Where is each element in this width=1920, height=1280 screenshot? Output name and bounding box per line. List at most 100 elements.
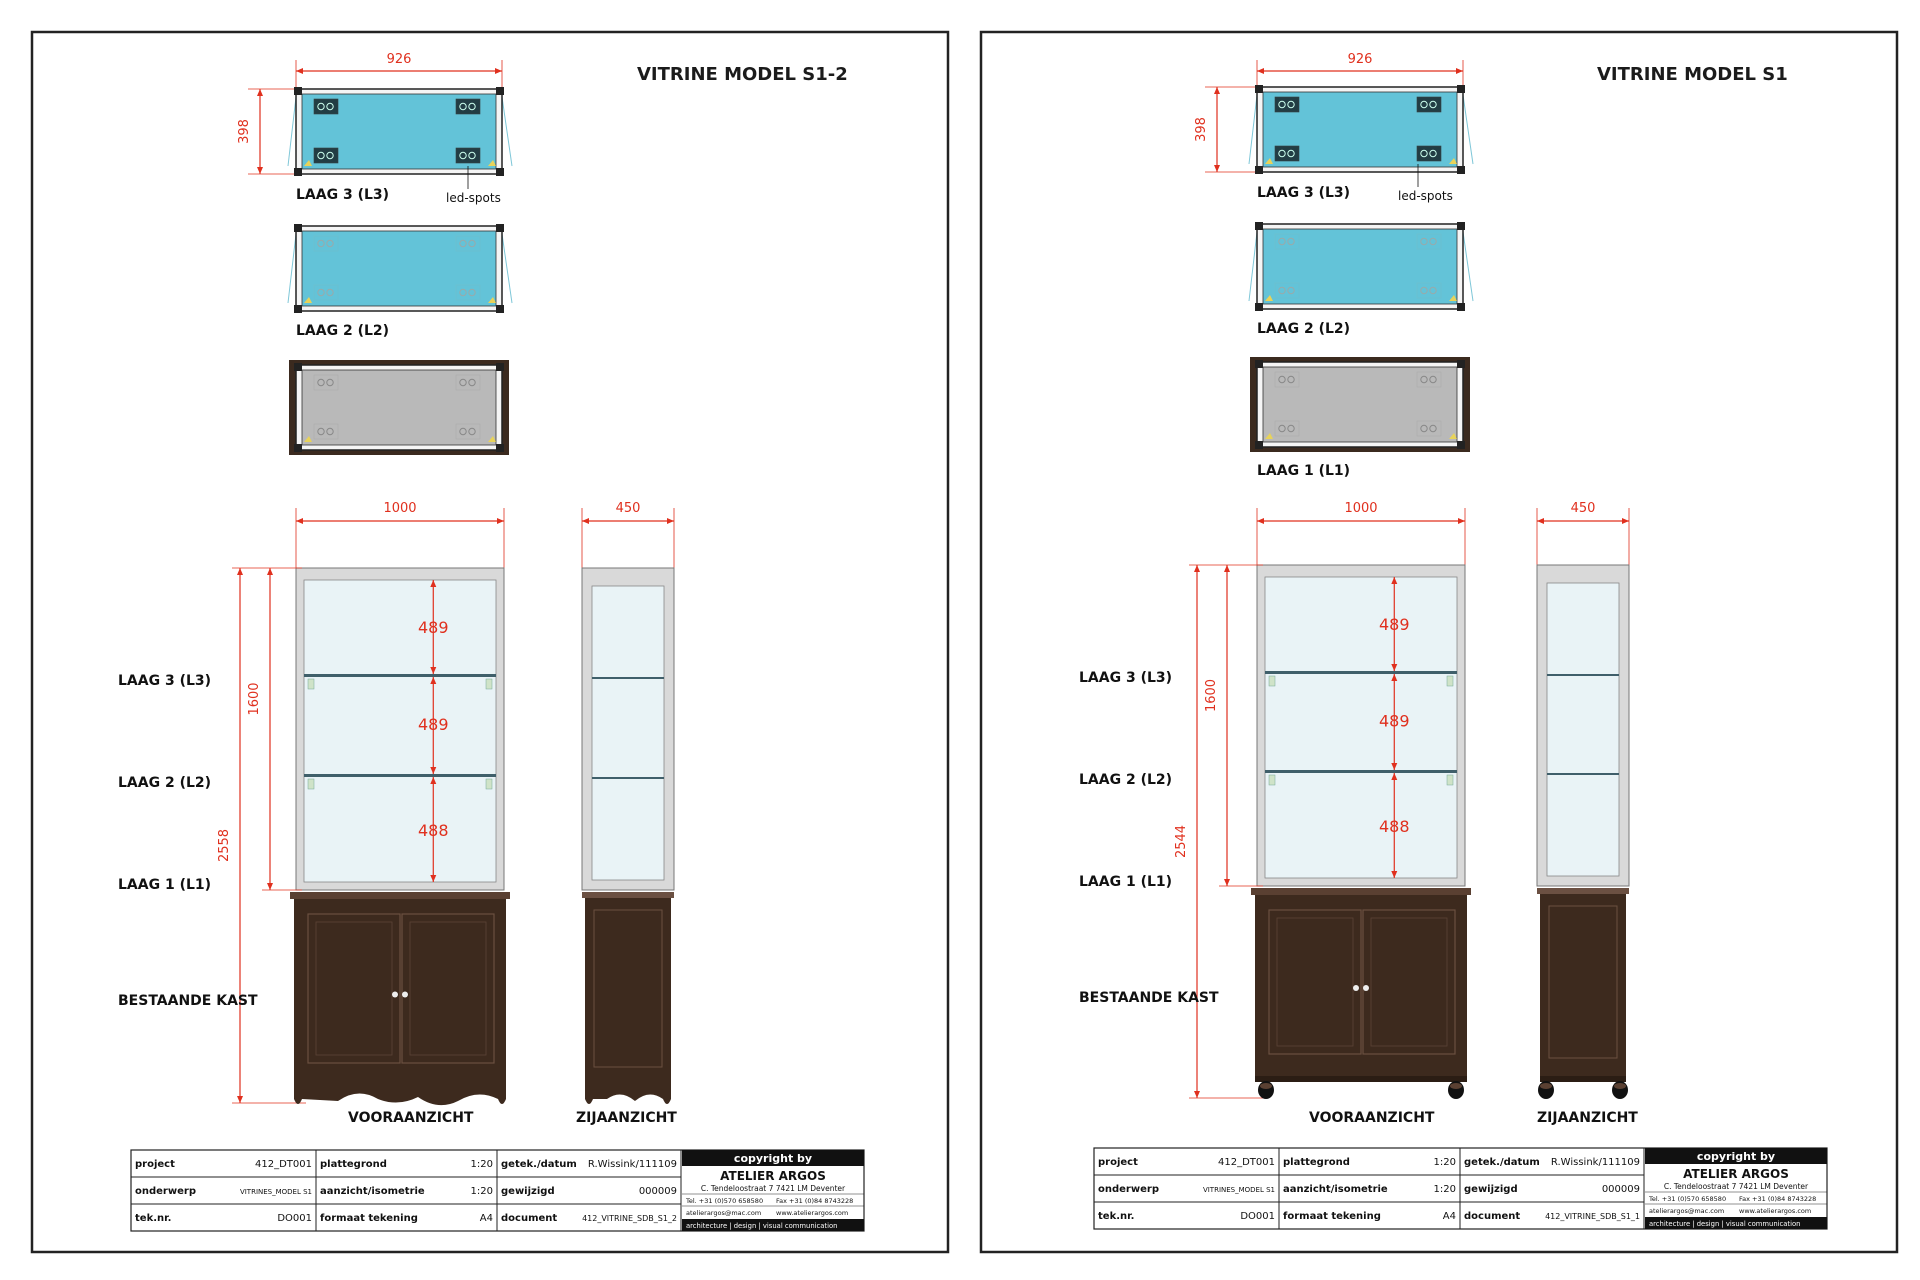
shelf-clip (1268, 675, 1276, 687)
arrow-head (1391, 773, 1398, 780)
led-spot-lens (317, 239, 325, 248)
tb-label: getek./datum (501, 1159, 577, 1170)
copyright-text: copyright by (1697, 1150, 1775, 1163)
corner-post (496, 168, 504, 176)
hinge-mark (304, 160, 312, 166)
shelf-clip (485, 778, 493, 790)
tb-value: 412_VITRINE_SDB_S1_2 (582, 1214, 677, 1223)
dimension-glass-height: 1600 (247, 682, 262, 715)
tb-value: 1:20 (471, 1186, 493, 1197)
corner-post (1457, 85, 1465, 93)
tb-label: document (501, 1213, 557, 1224)
corner-post (1255, 441, 1263, 449)
layer-2-label: LAAG 2 (L2) (296, 323, 389, 339)
led-spot-lens (1429, 375, 1437, 384)
layer-label-4: BESTAANDE KAST (118, 993, 258, 1009)
led-spot (1416, 145, 1442, 162)
led-spot (313, 423, 339, 440)
arrow-head (430, 667, 437, 674)
led-spot-lens (468, 102, 476, 111)
side-view-caption: ZIJAANZICHT (576, 1110, 677, 1126)
tb-value: VITRINES_MODEL S1 (240, 1188, 312, 1196)
layer-label-3: LAAG 1 (L1) (118, 877, 211, 893)
tb-value: R.Wissink/111109 (588, 1159, 677, 1170)
tb-label: aanzicht/isometrie (1283, 1184, 1388, 1195)
led-spot (1416, 282, 1442, 299)
hinge-mark (1265, 295, 1273, 301)
arrow-head (257, 167, 263, 174)
corner-post (1255, 85, 1263, 93)
tb-value: 000009 (639, 1186, 677, 1197)
cabinet-panel (1370, 917, 1448, 1047)
tb-value: 1:20 (471, 1159, 493, 1170)
cabinet-door-left (1268, 909, 1362, 1055)
led-spot-lens (1278, 286, 1286, 295)
arrow-head (582, 518, 589, 524)
cabinet-panel (1276, 917, 1354, 1047)
layer-label-4: BESTAANDE KAST (1079, 990, 1219, 1006)
shelf-clip (307, 778, 315, 790)
led-spot-lens (468, 288, 476, 297)
led-spot-lens (317, 102, 325, 111)
door-line (1462, 94, 1474, 165)
dimension-front-width: 1000 (1344, 501, 1377, 516)
cabinet-top (1537, 888, 1629, 894)
studio-fax: Fax +31 (0)84 8743228 (776, 1197, 853, 1205)
led-spot-lens (1429, 100, 1437, 109)
tb-label: gewijzigd (501, 1186, 555, 1197)
cabinet-panel (593, 909, 663, 1068)
studio-fax: Fax +31 (0)84 8743228 (1739, 1195, 1816, 1203)
side-shelf (592, 777, 664, 779)
plan-glass (1262, 366, 1458, 443)
arrow-head (495, 68, 502, 74)
tb-value: 412_DT001 (255, 1159, 312, 1170)
corner-post (496, 444, 504, 452)
glass-shelf (304, 674, 496, 677)
glass-shelf (1265, 770, 1457, 773)
led-spot (455, 423, 481, 440)
shelf-clip (1446, 774, 1454, 786)
corner-post (1457, 360, 1465, 368)
led-spot-lens (1278, 100, 1286, 109)
led-spot-lens (326, 288, 334, 297)
led-spot-lens (459, 378, 467, 387)
corner-post (1255, 166, 1263, 174)
dimension-shelf-2: 489 (418, 715, 449, 734)
corner-post (1457, 303, 1465, 311)
led-spot-lens (1420, 100, 1428, 109)
led-spot-lens (326, 151, 334, 160)
hinge-mark (488, 297, 496, 303)
arrow-head (1391, 664, 1398, 671)
copyright-text: copyright by (734, 1152, 812, 1165)
tb-value: R.Wissink/111109 (1551, 1157, 1640, 1168)
led-spot-lens (326, 427, 334, 436)
dimension-width: 926 (1348, 52, 1373, 67)
led-spot (1274, 233, 1300, 250)
dimension-side-width: 450 (1571, 501, 1596, 516)
door-line (1248, 231, 1258, 302)
led-spot (455, 374, 481, 391)
dimension-total-height: 2558 (217, 829, 232, 862)
led-spot-lens (326, 378, 334, 387)
layer-label-2: LAAG 2 (L2) (118, 775, 211, 791)
studio-web: www.atelierargos.com (776, 1209, 848, 1217)
bun-foot-ring (1540, 1083, 1552, 1089)
tb-value: DO001 (277, 1213, 312, 1224)
corner-post (294, 305, 302, 313)
tb-label: project (1098, 1157, 1138, 1168)
sheet-title: VITRINE MODEL S1-2 (637, 64, 848, 85)
arrow-head (296, 518, 303, 524)
services-bar (682, 1219, 864, 1231)
cabinet-door-right (1362, 909, 1456, 1055)
arrow-head (1391, 763, 1398, 770)
tb-label: tek.nr. (1098, 1211, 1134, 1222)
led-spot (313, 98, 339, 115)
dimension-total-height: 2544 (1174, 825, 1189, 858)
tb-label: document (1464, 1211, 1520, 1222)
dimension-glass-height: 1600 (1204, 679, 1219, 712)
studio-services: architecture | design | visual communica… (1649, 1220, 1800, 1228)
layer-label-1: LAAG 3 (L3) (1079, 670, 1172, 686)
layer-label-2: LAAG 2 (L2) (1079, 772, 1172, 788)
studio-address: C. Tendeloostraat 7 7421 LM Deventer (701, 1184, 846, 1193)
